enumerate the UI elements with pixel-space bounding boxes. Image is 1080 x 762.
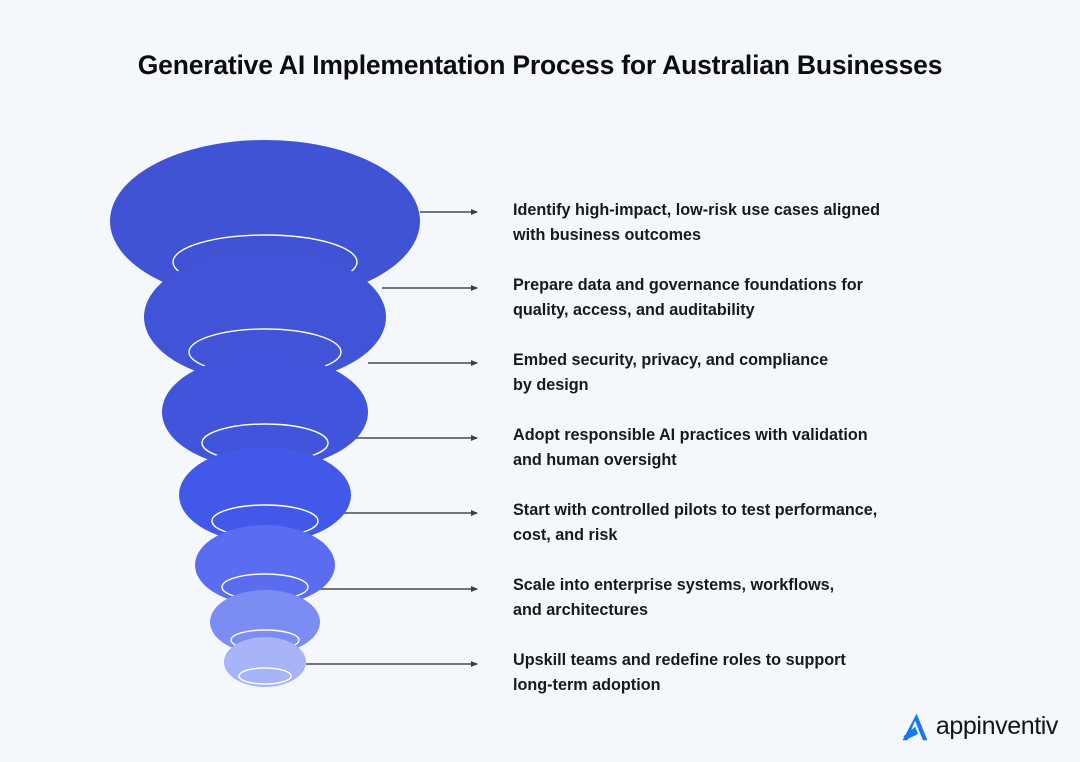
step-label-6: Scale into enterprise systems, workflows…: [513, 576, 835, 619]
step-label-2: Prepare data and governance foundations …: [513, 276, 863, 319]
appinventiv-logo-icon: [902, 713, 928, 741]
step-label-3: Embed security, privacy, and compliance …: [513, 351, 829, 394]
funnel-level-ring-7: [238, 667, 292, 685]
brand-name: appinventiv: [935, 711, 1058, 740]
funnel-level-2[interactable]: [144, 251, 386, 383]
funnel-level-4[interactable]: [179, 447, 351, 543]
funnel-level-5[interactable]: [195, 525, 335, 605]
brand-logo: appinventiv: [899, 710, 1058, 744]
step-label-1: Identify high-impact, low-risk use cases…: [513, 201, 881, 244]
step-label-4: Adopt responsible AI practices with vali…: [513, 426, 868, 469]
step-label-7: Upskill teams and redefine roles to supp…: [513, 651, 846, 694]
funnel-levels: [110, 140, 420, 687]
funnel-connectors: [306, 209, 478, 667]
funnel-level-3[interactable]: [162, 355, 368, 469]
funnel-level-7[interactable]: [224, 637, 306, 687]
page-title: Generative AI Implementation Process for…: [137, 50, 943, 80]
step-label-5: Start with controlled pilots to test per…: [513, 501, 878, 544]
funnel-level-6[interactable]: [210, 590, 320, 654]
funnel-level-1[interactable]: [110, 140, 420, 302]
